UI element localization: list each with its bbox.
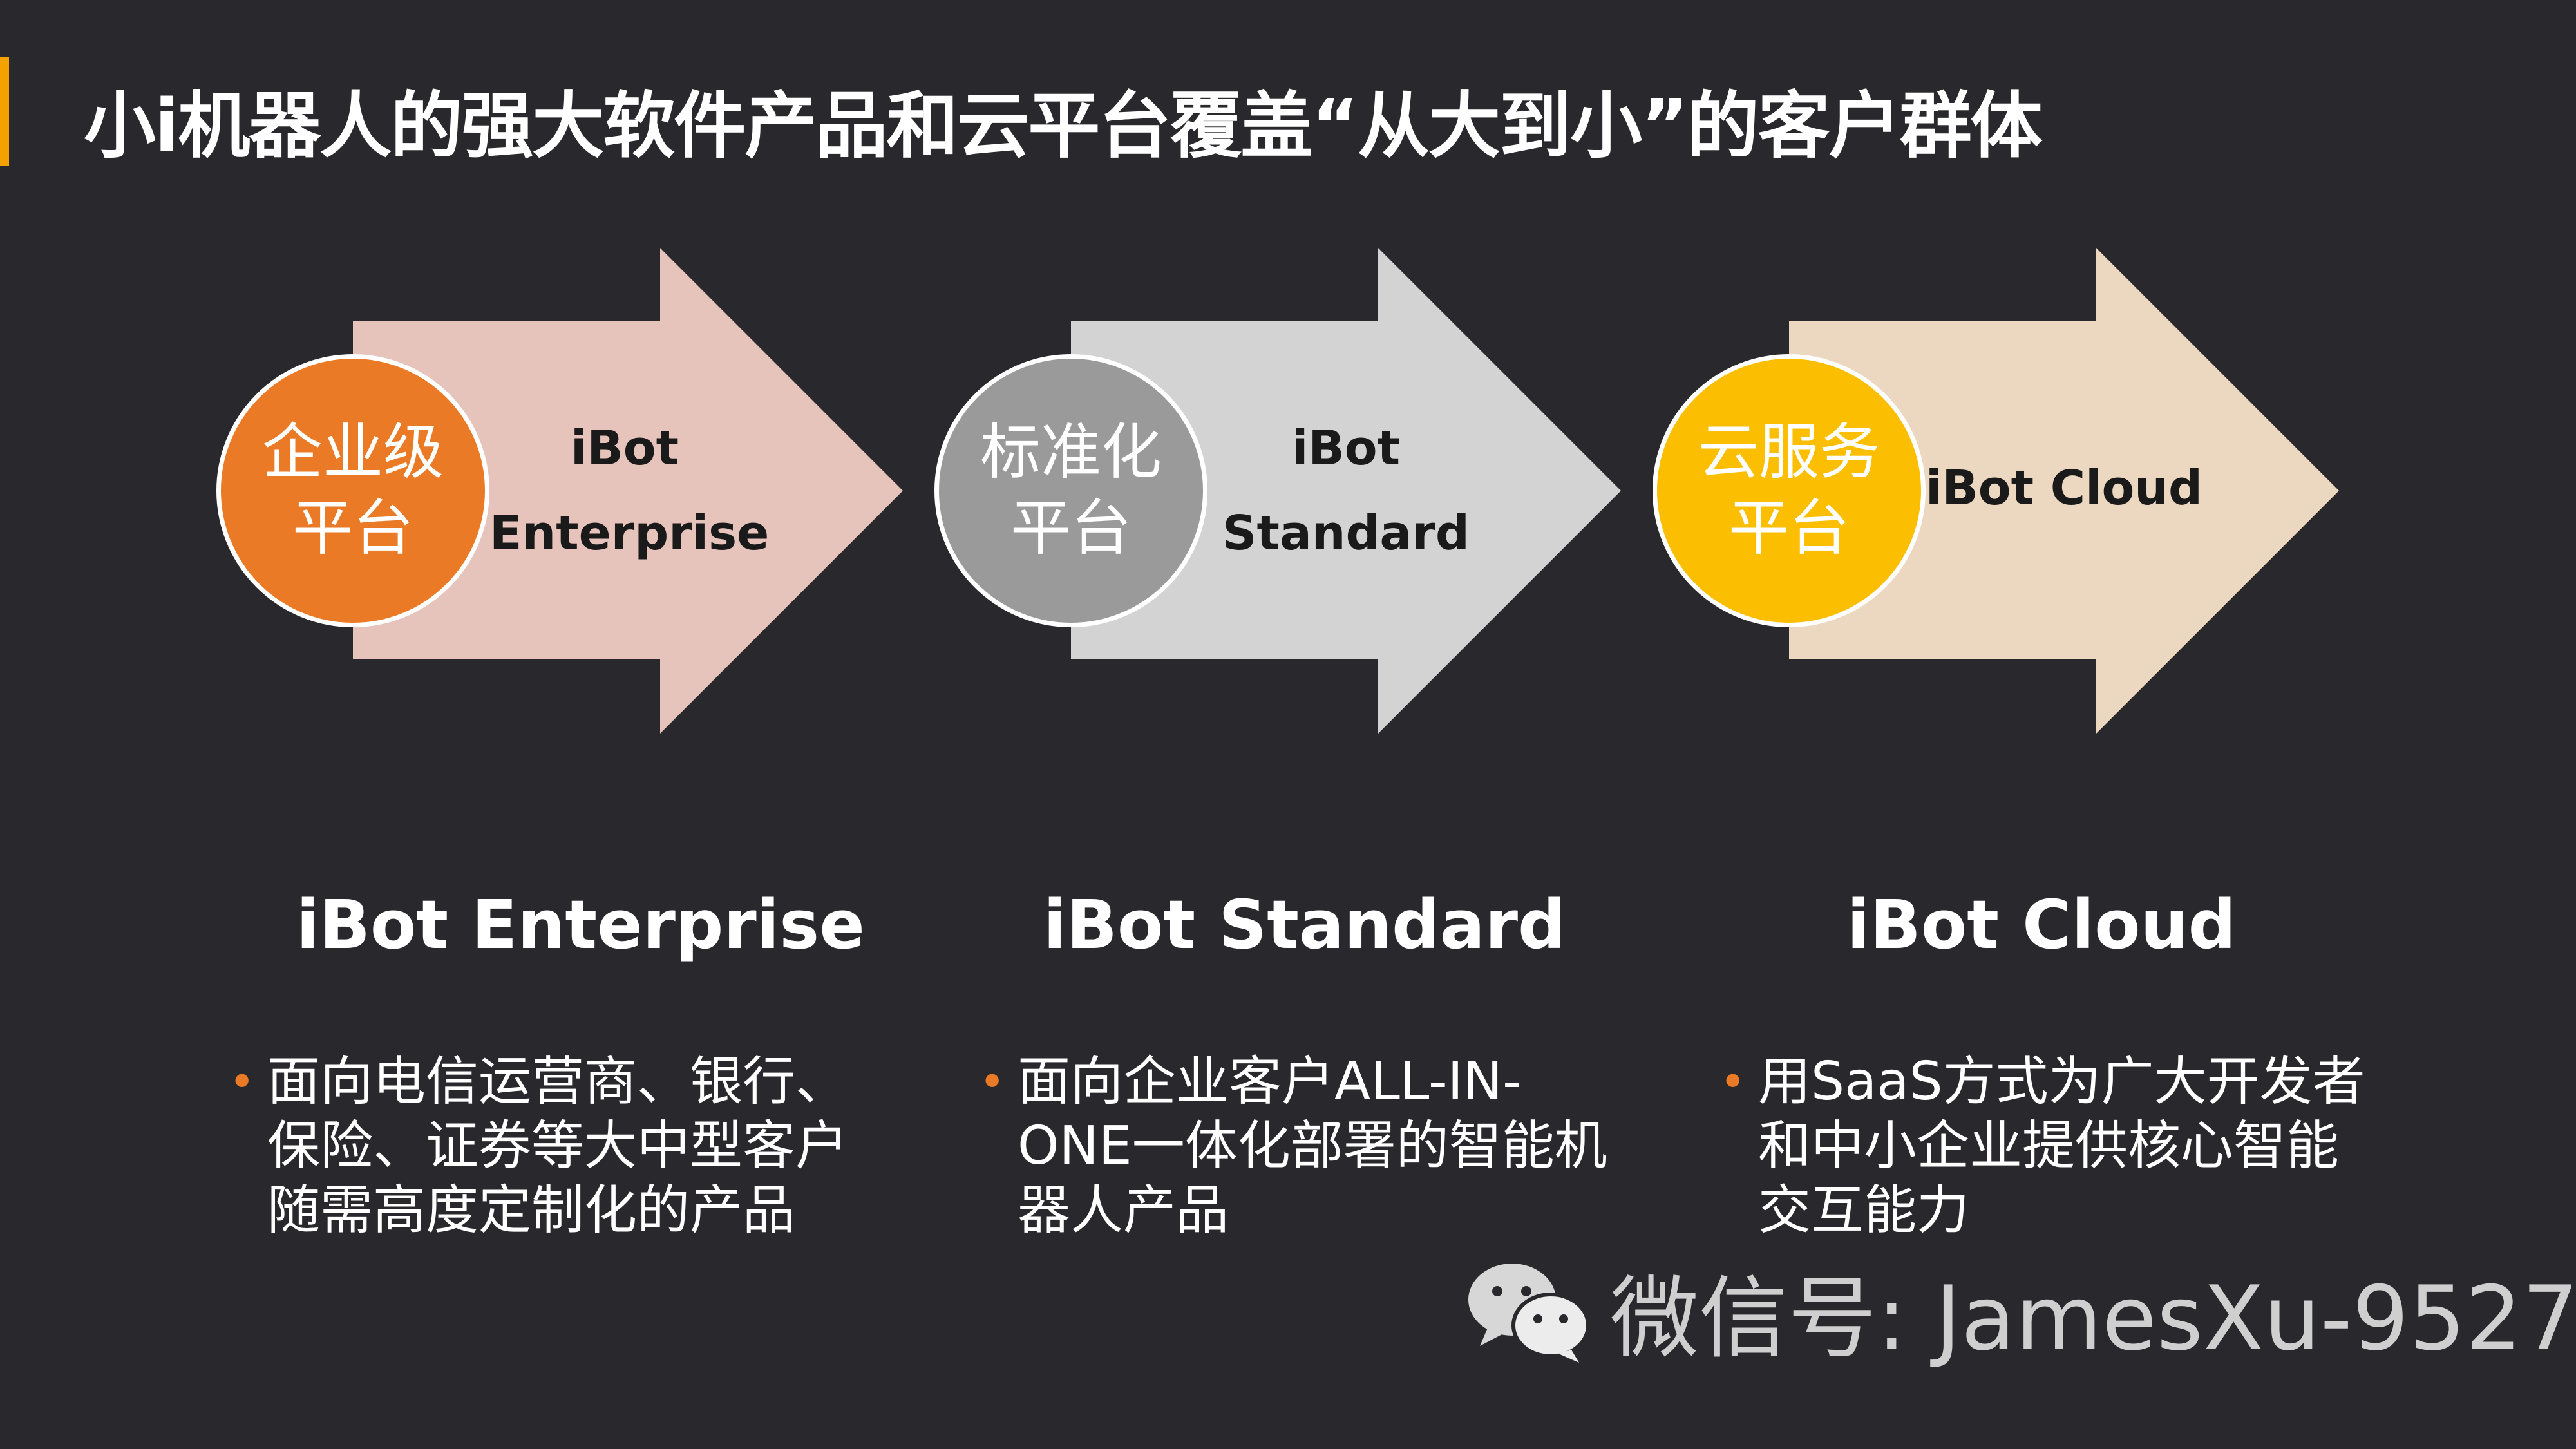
circle-label-line1: 标准化: [980, 417, 1162, 488]
product-name-enterprise: iBot Enterprise: [296, 886, 865, 964]
description-line1: 面向企业客户ALL-IN-: [1018, 1051, 1522, 1112]
watermark-text: 微信号: JamesXu-9527: [1610, 1267, 2576, 1370]
arrow-label-line1: iBot Cloud: [1926, 460, 2202, 516]
description-line3: 器人产品: [1018, 1180, 1229, 1241]
description-line3: 随需高度定制化的产品: [267, 1180, 796, 1241]
circle-label-line2: 平台: [1728, 493, 1850, 564]
slide-title: 小i机器人的强大软件产品和云平台覆盖“从大到小”的客户群体: [84, 84, 2043, 168]
circle-label-line2: 平台: [1010, 493, 1132, 564]
description-cloud: • 用SaaS方式为广大开发者 和中小企业提供核心智能 交互能力: [1719, 1050, 2467, 1243]
wechat-watermark: 微信号: JamesXu-9527: [1462, 1256, 2576, 1370]
circle-cloud-platform: 云服务 平台: [1653, 354, 1926, 627]
product-name-standard: iBot Standard: [1043, 886, 1566, 964]
description-line2: 和中小企业提供核心智能: [1758, 1115, 2340, 1177]
circle-label-line2: 平台: [292, 493, 413, 564]
description-standard: • 面向企业客户ALL-IN- ONE一体化部署的智能机 器人产品: [979, 1050, 1662, 1243]
circle-label-line1: 云服务: [1698, 417, 1880, 488]
circle-label-line1: 企业级: [261, 417, 444, 488]
arrow-enterprise: [353, 248, 903, 734]
arrow-label-enterprise: iBot Enterprise: [489, 406, 770, 576]
circle-enterprise-platform: 企业级 平台: [216, 354, 489, 627]
arrow-label-line2: Standard: [1222, 506, 1470, 561]
arrow-label-line2: Enterprise: [489, 506, 770, 561]
bullet-icon: •: [229, 1056, 256, 1108]
description-line2: ONE一体化部署的智能机: [1018, 1115, 1607, 1177]
arrow-label-line1: iBot: [1292, 421, 1400, 476]
description-line1: 面向电信运营商、银行、: [267, 1051, 849, 1112]
description-line2: 保险、证券等大中型客户: [267, 1115, 849, 1177]
title-accent-bar: [0, 57, 9, 166]
arrow-standard: [1071, 248, 1621, 734]
circle-standard-platform: 标准化 平台: [934, 354, 1208, 627]
arrow-label-line1: iBot: [571, 421, 679, 476]
description-enterprise: • 面向电信运营商、银行、 保险、证券等大中型客户 随需高度定制化的产品: [229, 1050, 911, 1243]
description-line1: 用SaaS方式为广大开发者: [1758, 1051, 2365, 1112]
bullet-icon: •: [1719, 1056, 1747, 1108]
arrow-label-cloud: iBot Cloud: [1922, 446, 2206, 531]
bullet-icon: •: [979, 1056, 1006, 1108]
arrow-cloud: [1789, 248, 2339, 734]
product-name-cloud: iBot Cloud: [1846, 886, 2237, 964]
wechat-icon: [1468, 1264, 1590, 1363]
arrow-label-standard: iBot Standard: [1211, 406, 1481, 576]
description-line3: 交互能力: [1758, 1180, 1970, 1241]
